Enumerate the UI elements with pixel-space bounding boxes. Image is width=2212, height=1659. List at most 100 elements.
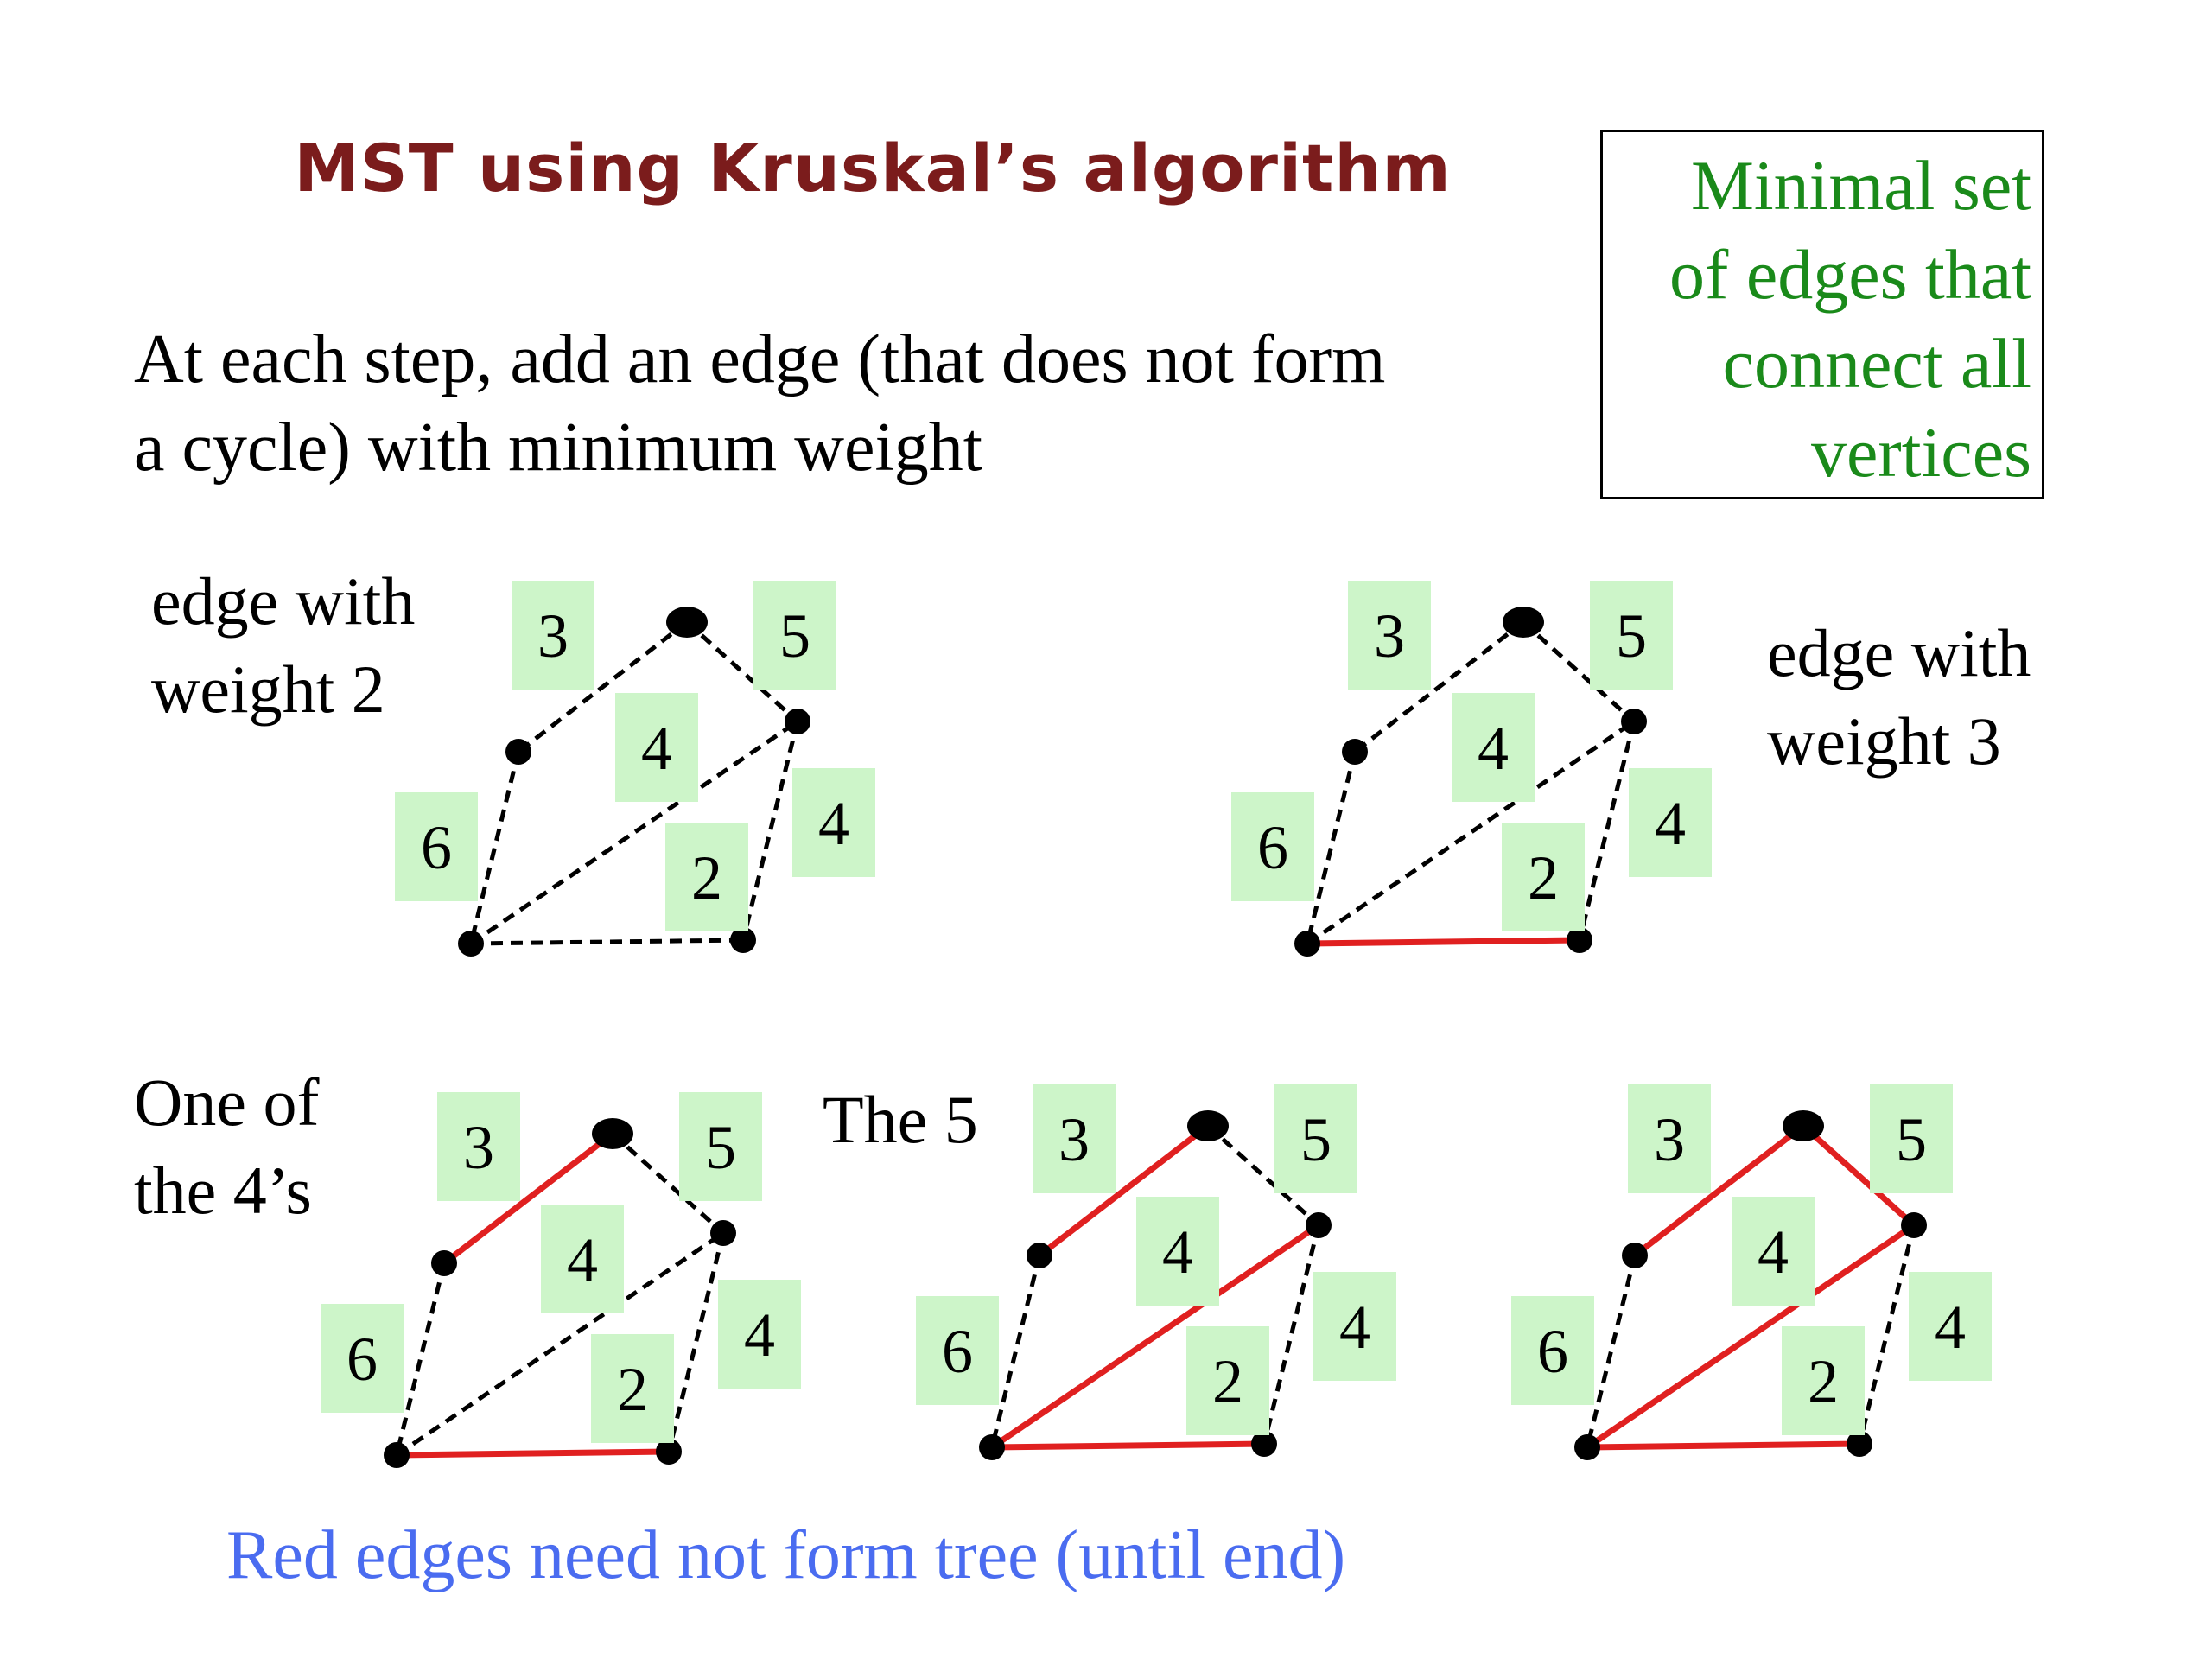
edge-diagonal (469, 719, 799, 946)
weight-label-bg (1274, 1084, 1357, 1193)
vertex-br (656, 1439, 682, 1465)
intro-line-1: At each step, add an edge (that does not… (134, 321, 1386, 397)
weight-label-top-left: 3 (537, 601, 569, 671)
edge-top-right (1206, 1124, 1320, 1227)
vertex-top (592, 1118, 633, 1149)
weight-label-center: 4 (641, 714, 672, 783)
weight-label-bg (1590, 581, 1673, 690)
panel-2-caption: edge with weight 3 (1767, 609, 2031, 785)
vertex-top (1503, 607, 1544, 638)
edge-right (1262, 1224, 1321, 1445)
edge-left (1585, 1255, 1637, 1448)
definition-box: Minimal set of edges that connect all ve… (1600, 130, 2044, 499)
weight-label-bg (395, 792, 478, 901)
weight-label-right: 4 (1339, 1293, 1370, 1362)
edge-right (1857, 1224, 1916, 1445)
weight-label-top-right: 5 (705, 1113, 736, 1182)
weight-label-bg (591, 1334, 674, 1443)
edge-right (741, 721, 800, 941)
weight-label-center: 4 (1758, 1217, 1789, 1287)
vertex-bl (1294, 931, 1320, 957)
weight-label-bg (1231, 792, 1314, 901)
panel-4-caption: The 5 (823, 1076, 978, 1164)
weight-label-right: 4 (744, 1300, 775, 1370)
intro-text: At each step, add an edge (that does not… (134, 315, 1603, 492)
edge-diagonal (990, 1223, 1320, 1450)
edge-top-right (1801, 1123, 1916, 1228)
weight-label-left: 6 (421, 813, 452, 882)
weight-label-bg (512, 581, 594, 690)
vertex-right (1901, 1212, 1927, 1238)
weight-label-bg (1511, 1296, 1594, 1405)
edge-top-left (1632, 1123, 1806, 1258)
edge-left (468, 751, 521, 944)
vertex-right (1306, 1212, 1332, 1238)
caption-line: edge with (1767, 615, 2031, 690)
weight-label-bg (718, 1280, 801, 1389)
weight-label-top-right: 5 (1616, 601, 1647, 671)
weight-label-center: 4 (567, 1225, 598, 1294)
weight-label-center: 4 (1478, 714, 1509, 783)
weight-label-bg (1136, 1197, 1219, 1306)
vertex-right (785, 709, 810, 734)
weight-label-left: 6 (346, 1325, 378, 1394)
weight-label-right: 4 (818, 789, 849, 858)
edge-bottom (470, 938, 744, 946)
weight-label-bg (1909, 1272, 1992, 1381)
vertex-bl (458, 931, 484, 957)
weight-label-bg (665, 823, 748, 931)
vertex-top (1187, 1110, 1229, 1141)
vertex-left (1342, 739, 1368, 765)
vertex-right (1621, 709, 1647, 734)
vertex-top (1783, 1110, 1824, 1141)
intro-line-2: a cycle) with minimum weight (134, 410, 982, 486)
vertex-bl (384, 1442, 410, 1468)
vertex-br (1567, 927, 1592, 953)
weight-label-left: 6 (1257, 813, 1288, 882)
panel-1-caption: edge with weight 2 (151, 557, 415, 734)
vertex-left (1027, 1243, 1052, 1268)
edge-top-left (517, 620, 689, 753)
caption-line: The 5 (823, 1082, 978, 1157)
vertex-br (1251, 1431, 1277, 1457)
weight-label-diagonal: 2 (1528, 843, 1559, 912)
edge-top-left (1037, 1123, 1211, 1258)
caption-line: weight 3 (1767, 703, 2001, 779)
weight-label-top-right: 5 (1896, 1105, 1927, 1174)
weight-label-top-left: 3 (1374, 601, 1405, 671)
edge-bottom (396, 1448, 670, 1459)
weight-label-bg (321, 1304, 404, 1413)
vertex-right (710, 1220, 736, 1246)
edge-bottom (991, 1440, 1265, 1451)
weight-label-bg (1348, 581, 1431, 690)
definition-line: of edges that (1669, 235, 2031, 314)
edge-top-right (611, 1132, 725, 1235)
caption-line: weight 2 (151, 652, 385, 727)
weight-label-right: 4 (1935, 1293, 1966, 1362)
caption-line: edge with (151, 563, 416, 639)
edge-bottom (1306, 937, 1580, 947)
footer-note: Red edges need not form tree (until end) (226, 1517, 1346, 1593)
weight-label-bg (792, 768, 875, 877)
weight-label-diagonal: 2 (1808, 1347, 1839, 1416)
definition-line: Minimal set (1690, 146, 2031, 225)
edge-left (1305, 751, 1357, 944)
weight-label-diagonal: 2 (617, 1355, 648, 1424)
weight-label-top-left: 3 (463, 1113, 494, 1182)
weight-label-bg (437, 1092, 520, 1201)
edge-bottom (1586, 1440, 1860, 1451)
vertex-top (666, 607, 708, 638)
vertex-br (730, 927, 756, 953)
weight-label-bg (1782, 1326, 1865, 1435)
weight-label-bg (1186, 1326, 1269, 1435)
edge-top-left (1353, 620, 1525, 753)
slide-title: MST using Kruskal’s algorithm (294, 130, 1452, 207)
vertex-left (1622, 1243, 1648, 1268)
edge-right (666, 1232, 726, 1452)
definition-line: vertices (1811, 413, 2031, 492)
edge-diagonal (1306, 719, 1636, 946)
